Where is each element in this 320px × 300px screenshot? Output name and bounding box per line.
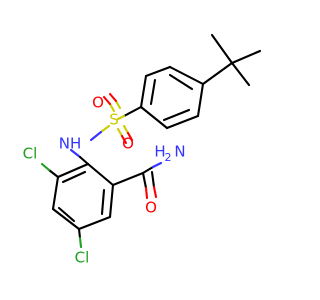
lower-ring-bond-1 [86,162,115,187]
aryl-ring-bond-3 [165,114,200,130]
tert-butyl-bond-right [230,61,251,87]
amide-oxygen-label: O [145,199,157,217]
amide-hydrogen-label: H [154,143,165,161]
lower-ring-inner-bond-3 [61,170,87,184]
lower-ring-inner-bond-2 [57,206,76,223]
carbonyl-to-amide-n-bond-black [141,165,155,175]
ring-to-cl-bottom-bond-green [78,236,83,249]
aryl-ring-inner-bond-2 [162,108,191,122]
carbonyl-double-bond-left-black [141,171,148,190]
carbonyl-double-bond-left-red [144,186,149,200]
aryl-to-sulfur-bond-yellow [116,114,126,121]
ring-to-cl-bottom-bond-black [77,227,82,240]
amide-nitrogen-label: N [174,143,185,161]
aryl-ring-bond-5 [139,74,148,109]
carbonyl-to-amide-n-bond-blue [151,161,163,169]
nh-label: NH [59,135,82,153]
aryl-ring-inner-bond-3 [149,78,157,106]
oxygen-label-bottom: O [122,135,134,153]
sulfur-to-oxygen-bottom-bond-1 [116,127,124,138]
lower-ring-bond-4 [51,207,81,231]
lower-ring-inner-bond-1 [100,188,106,216]
tert-butyl-bond-top-left [210,33,234,65]
lower-ring-bond-2 [108,183,115,219]
lower-ring-bond-5 [51,175,60,211]
ring-to-carbonyl-bond [111,171,145,187]
lower-ring-bond-3 [77,215,112,231]
sulfur-to-oxygen-top-bond-3 [114,99,122,110]
nh-to-ring-bond-black [78,155,90,166]
sulfur-to-oxygen-bottom-bond-4 [126,131,134,142]
chemical-structure-canvas: O S O NH Cl Cl H 2 N O [22,33,262,267]
sulfur-to-oxygen-bottom-bond-2 [120,134,128,145]
ring-to-cl-left-bond-green [40,162,51,172]
ring-to-cl-left-bond-black [47,168,60,179]
aryl-ring-bond-1 [168,65,205,86]
aryl-ring-bond-4 [139,105,169,130]
chlorine-label-left: Cl [23,145,38,163]
aryl-to-sulfur-bond [122,105,143,118]
amide-hydrogen-subscript: 2 [165,151,172,164]
tert-butyl-bond-to-ring [201,61,234,86]
oxygen-label-top: O [92,94,104,112]
sulfur-to-nh-bond-yellow [99,124,111,134]
structure-diagram: O S O NH Cl Cl H 2 N O [23,33,262,267]
sulfur-to-oxygen-top-bond-1 [108,102,116,113]
sulfur-to-nh-bond-blue [89,130,103,142]
carbonyl-double-bond-right-red [152,185,158,199]
nh-to-ring-bond-blue [69,148,82,159]
aryl-ring-bond-2 [196,82,205,118]
aryl-ring-bond-6 [144,65,172,78]
sulfur-to-oxygen-bottom-bond-3 [122,124,130,135]
aryl-ring-inner-bond-1 [168,73,194,91]
tert-butyl-bond-top-right [230,49,262,65]
lower-ring-bond-6 [56,162,90,179]
chlorine-label-bottom: Cl [75,249,90,267]
sulfur-to-oxygen-top-bond-4 [108,92,118,103]
sulfur-to-oxygen-top-bond-2 [102,95,112,106]
sulfur-label: S [109,111,119,129]
carbonyl-double-bond-right-black [150,170,156,189]
